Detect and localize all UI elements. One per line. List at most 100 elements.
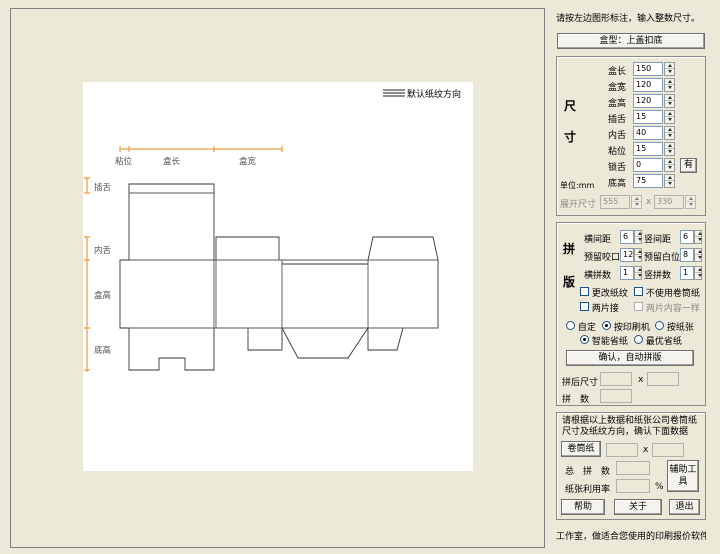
field-label-length: 盒长 — [608, 67, 627, 77]
roll-height-field — [652, 443, 684, 457]
dimension-lines — [84, 146, 283, 372]
roll-panel — [556, 412, 706, 520]
by-paper-radio[interactable]: 按纸张 — [655, 320, 694, 333]
unfold-size-label: 展开尺寸 — [560, 200, 597, 210]
roll-x: x — [643, 445, 649, 455]
unfold-height-field: 330 — [654, 195, 684, 209]
help-button[interactable]: 帮助 — [561, 499, 605, 515]
change-grain-checkbox[interactable]: 更改纸纹 — [580, 286, 628, 299]
box-width-input[interactable]: 120 — [633, 78, 663, 92]
margin-input[interactable]: 8 — [680, 248, 694, 262]
glue-spinner[interactable] — [664, 142, 675, 156]
layout-count-field — [600, 389, 632, 403]
grain-icon — [383, 89, 405, 97]
after-size-x: x — [638, 375, 644, 385]
layout-count-label: 拼 数 — [562, 395, 590, 405]
h-count-spinner[interactable] — [634, 266, 642, 280]
after-height-field — [647, 372, 679, 386]
label-box-width: 盒宽 — [239, 156, 257, 167]
layout-panel — [556, 222, 706, 406]
best-save-label: 最优省纸 — [645, 337, 682, 347]
box-length-input[interactable]: 150 — [633, 62, 663, 76]
bottom-height-input[interactable]: 75 — [633, 174, 663, 188]
tool-button[interactable]: 辅助工具 — [667, 460, 699, 492]
total-count-field — [616, 461, 650, 475]
lock-button[interactable]: 有 — [680, 158, 697, 173]
by-press-radio-label: 按印刷机 — [613, 323, 650, 333]
v-gap-spinner[interactable] — [694, 230, 702, 244]
two-same-checkbox: 两片内容一样 — [634, 301, 700, 314]
box-height-spinner[interactable] — [664, 94, 675, 108]
usage-field — [616, 479, 650, 493]
custom-radio-label: 自定 — [577, 323, 596, 333]
field-label-inner: 内舌 — [608, 131, 627, 141]
section-label-layout-bottom: 版 — [563, 275, 576, 289]
percent-label: % — [655, 482, 664, 492]
label-inner: 内舌 — [94, 245, 112, 256]
roll-width-field — [606, 443, 638, 457]
roll-paper-button[interactable]: 卷筒纸 — [561, 441, 601, 457]
lock-tongue-spinner[interactable] — [664, 158, 675, 172]
exit-button[interactable]: 退出 — [669, 499, 700, 515]
h-count-input[interactable]: 1 — [620, 266, 634, 280]
field-label-bottom: 底高 — [608, 179, 627, 189]
h-gap-spinner[interactable] — [634, 230, 642, 244]
smart-save-radio[interactable]: 智能省纸 — [580, 334, 628, 347]
no-roll-checkbox[interactable]: 不使用卷筒纸 — [634, 286, 700, 299]
total-count-label: 总 拼 数 — [565, 467, 611, 477]
field-label-glue: 粘位 — [608, 147, 627, 157]
unfold-width-field: 555 — [600, 195, 630, 209]
section-label-layout-top: 拼 — [563, 242, 576, 256]
v-gap-input[interactable]: 6 — [680, 230, 694, 244]
dieline-creases — [129, 192, 438, 359]
h-gap-input[interactable]: 6 — [620, 230, 634, 244]
best-save-radio[interactable]: 最优省纸 — [634, 334, 682, 347]
two-piece-checkbox[interactable]: 两片接 — [580, 301, 619, 314]
status-text: 工作室，做适合您使用的印刷报价软件 — [556, 532, 706, 542]
custom-radio[interactable]: 自定 — [566, 320, 596, 333]
label-glue: 粘位 — [115, 156, 133, 167]
by-paper-radio-label: 按纸张 — [666, 323, 694, 333]
by-press-radio[interactable]: 按印刷机 — [602, 320, 650, 333]
label-insert: 插舌 — [94, 182, 112, 193]
label-box-length: 盒长 — [163, 156, 181, 167]
two-same-label: 两片内容一样 — [645, 304, 700, 314]
grip-input[interactable]: 12 — [620, 248, 634, 262]
margin-spinner[interactable] — [694, 248, 702, 262]
grip-label: 预留咬口 — [584, 253, 621, 263]
insert-tongue-input[interactable]: 15 — [633, 110, 663, 124]
bottom-height-spinner[interactable] — [664, 174, 675, 188]
inner-tongue-spinner[interactable] — [664, 126, 675, 140]
field-label-lock: 锁舌 — [608, 163, 627, 173]
dieline-outline — [119, 183, 439, 371]
v-count-input[interactable]: 1 — [680, 266, 694, 280]
box-height-input[interactable]: 120 — [633, 94, 663, 108]
about-button[interactable]: 关于 — [614, 499, 662, 515]
dieline-drawing: 粘位 盒长 盒宽 插舌 内舌 盒高 底高 默认纸纹方向 — [83, 82, 473, 471]
auto-layout-button[interactable]: 确认，自动拼版 — [566, 350, 694, 366]
insert-tongue-spinner[interactable] — [664, 110, 675, 124]
inner-tongue-input[interactable]: 40 — [633, 126, 663, 140]
grip-spinner[interactable] — [634, 248, 642, 262]
after-size-label: 拼后尺寸 — [562, 378, 599, 388]
h-gap-label: 横间距 — [584, 235, 612, 245]
section-label-dim-top: 尺 — [564, 99, 577, 113]
box-length-spinner[interactable] — [664, 62, 675, 76]
v-count-spinner[interactable] — [694, 266, 702, 280]
lock-tongue-input[interactable]: 0 — [633, 158, 663, 172]
h-count-label: 横拼数 — [584, 271, 612, 281]
grain-direction-label: 默认纸纹方向 — [407, 88, 461, 100]
box-width-spinner[interactable] — [664, 78, 675, 92]
dieline-svg: 粘位 盒长 盒宽 插舌 内舌 盒高 底高 默认纸纹方向 — [84, 88, 461, 372]
no-roll-label: 不使用卷筒纸 — [645, 289, 700, 299]
box-type-button[interactable]: 盒型：上盖扣底 — [557, 33, 705, 49]
glue-input[interactable]: 15 — [633, 142, 663, 156]
v-gap-label: 竖间距 — [644, 235, 672, 245]
smart-save-label: 智能省纸 — [591, 337, 628, 347]
margin-label: 预留白位 — [644, 253, 681, 263]
roll-note: 请根据以上数据和纸张公司卷筒纸尺寸及纸纹方向，确认下面数据 — [562, 416, 698, 437]
unfold-x: x — [646, 197, 652, 207]
label-box-height: 盒高 — [94, 290, 111, 301]
label-bottom: 底高 — [94, 345, 111, 356]
v-count-label: 竖拼数 — [644, 271, 672, 281]
